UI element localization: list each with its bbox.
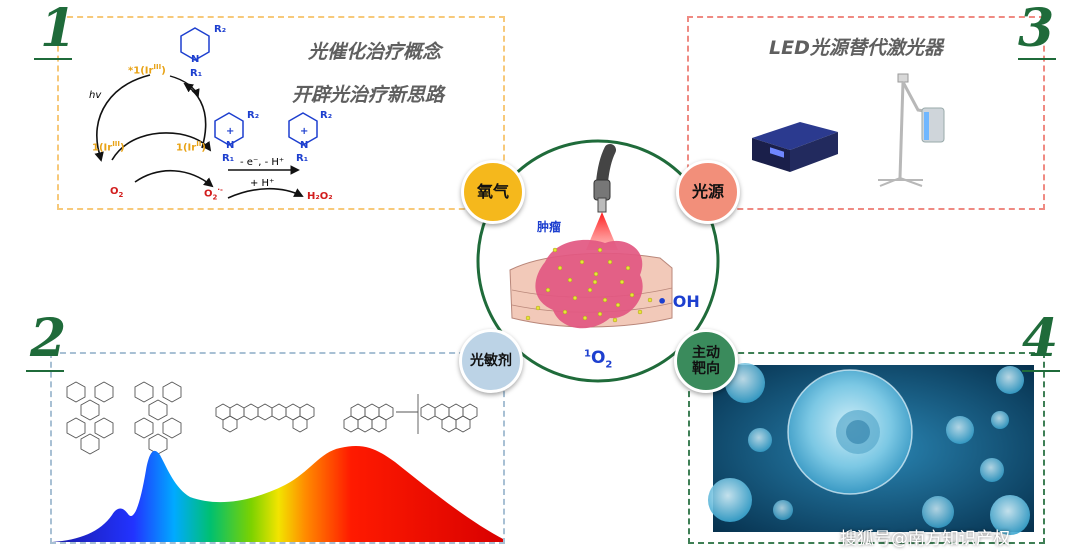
cell-micrograph-image bbox=[708, 363, 1034, 535]
pyridinium-r2-2: R₂ bbox=[320, 110, 333, 121]
panel-light-source bbox=[687, 16, 1045, 210]
node-oxygen-label: 氧气 bbox=[476, 181, 509, 201]
superoxide-label: O2·- bbox=[204, 186, 223, 202]
panel-photocatalysis bbox=[57, 16, 505, 210]
panel1-title-line1: 光催化治疗概念 bbox=[308, 41, 442, 63]
watermark: 搜狐号@南方知识产权 bbox=[840, 529, 1010, 549]
pyridinium-r1-2: R₁ bbox=[296, 153, 309, 164]
tumor-label: 肿瘤 bbox=[537, 220, 562, 234]
panel-number-1: 1 bbox=[40, 0, 77, 59]
photosensitizer-structures bbox=[66, 381, 478, 455]
panel3-title: LED光源替代激光器 bbox=[769, 37, 943, 59]
pyridinium-ring-1 bbox=[214, 112, 244, 146]
panel-active-targeting bbox=[688, 352, 1045, 544]
pyridine-ring-1 bbox=[180, 27, 210, 61]
led-lamp-stand-image bbox=[878, 73, 945, 187]
singlet-oxygen-label: 1O2 bbox=[584, 348, 613, 371]
pyridinium-r2-1: R₂ bbox=[247, 110, 260, 121]
hydrogen-peroxide-label: H₂O₂ bbox=[307, 191, 333, 202]
emission-spectrum bbox=[52, 445, 505, 542]
node-photosensitizer-label: 光敏剂 bbox=[470, 352, 512, 369]
ground-iridium-label: 1(IrIII) bbox=[92, 140, 125, 154]
pyridinium-plus-1: + bbox=[226, 126, 235, 137]
node-active-targeting-label: 主动 靶向 bbox=[692, 344, 720, 377]
optical-fiber-probe bbox=[593, 144, 616, 213]
electron-proton-loss-label: - e⁻, - H⁺ bbox=[240, 157, 285, 168]
led-light-box-image bbox=[752, 122, 838, 172]
node-oxygen: 氧气 bbox=[461, 160, 525, 224]
pyridinium-ring-2 bbox=[288, 112, 318, 146]
node-active-targeting: 主动 靶向 bbox=[674, 329, 738, 393]
panel-number-3-underline bbox=[1018, 58, 1056, 60]
tumor-mass bbox=[535, 239, 643, 329]
pyridinium-plus-2: + bbox=[300, 126, 309, 137]
pyridine-n-1: N bbox=[191, 54, 200, 65]
node-photosensitizer: 光敏剂 bbox=[459, 329, 523, 393]
node-light-source: 光源 bbox=[676, 160, 740, 224]
panel-photosensitizer bbox=[50, 352, 505, 544]
panel-number-4: 4 bbox=[1022, 308, 1059, 369]
excited-iridium-label: *1(IrIII) bbox=[128, 63, 166, 77]
pyridinium-n-1: N bbox=[226, 140, 235, 151]
photocatalytic-cycle-arrows bbox=[94, 74, 304, 199]
reduced-iridium-label: 1(IrII) bbox=[176, 140, 206, 154]
hydroxyl-radical-label: • OH bbox=[657, 292, 700, 311]
panel-number-2-underline bbox=[26, 370, 64, 372]
hv-label: hv bbox=[89, 90, 102, 101]
pyridine-r1-1: R₁ bbox=[190, 68, 203, 79]
panel1-title-line2: 开辟光治疗新思路 bbox=[292, 84, 445, 106]
panel-number-3: 3 bbox=[1018, 0, 1055, 59]
pyridinium-n-2: N bbox=[300, 140, 309, 151]
panel-number-4-underline bbox=[1022, 370, 1060, 372]
panel-number-1-underline bbox=[34, 58, 72, 60]
panel-number-2: 2 bbox=[30, 308, 67, 369]
pyridine-r2-1: R₂ bbox=[214, 24, 227, 35]
nanoparticle-dots bbox=[525, 247, 653, 323]
proton-gain-label: + H⁺ bbox=[250, 178, 275, 189]
node-light-source-label: 光源 bbox=[691, 181, 724, 201]
pyridinium-r1-1: R₁ bbox=[222, 153, 235, 164]
oxygen-label: O2 bbox=[110, 186, 124, 199]
